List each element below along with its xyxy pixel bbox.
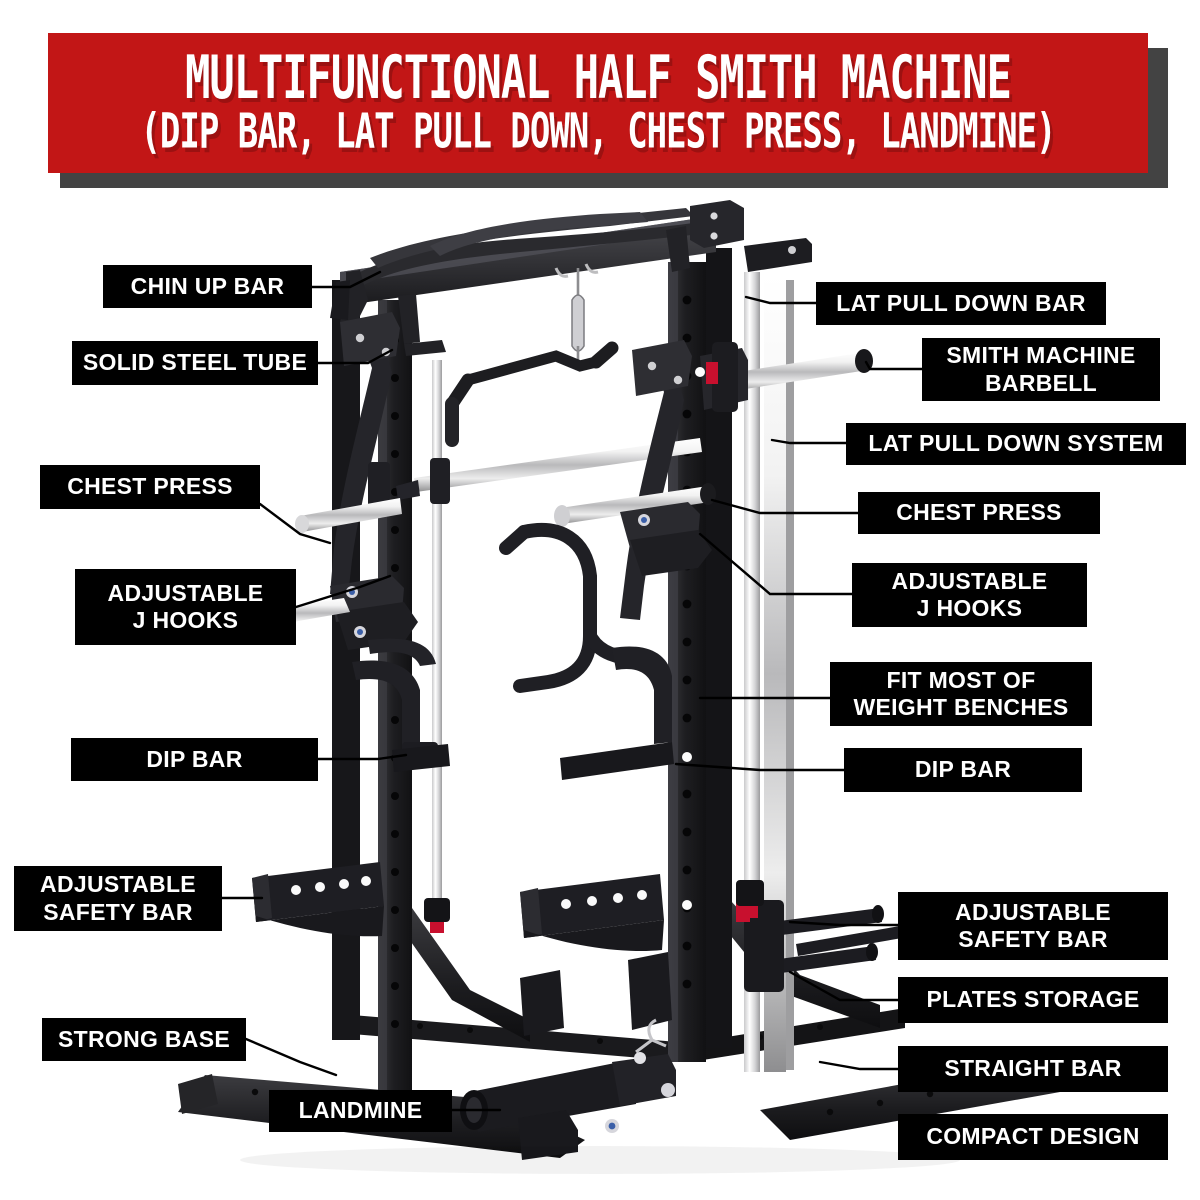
title-line-2: (DIP BAR, LAT PULL DOWN, CHEST PRESS, LA… — [140, 103, 1056, 161]
callout-dip-bar-left[interactable]: DIP BAR — [71, 738, 318, 781]
callout-plates-storage[interactable]: PLATES STORAGE — [898, 977, 1168, 1023]
callout-chest-press-right[interactable]: CHEST PRESS — [858, 492, 1100, 534]
title-line-1: MULTIFUNCTIONAL HALF SMITH MACHINE — [185, 42, 1012, 113]
callout-smith-machine-barbell[interactable]: SMITH MACHINE BARBELL — [922, 338, 1160, 401]
callout-lat-pull-down-bar[interactable]: LAT PULL DOWN BAR — [816, 282, 1106, 325]
callout-strong-base[interactable]: STRONG BASE — [42, 1018, 246, 1061]
callout-compact-design[interactable]: COMPACT DESIGN — [898, 1114, 1168, 1160]
callout-chin-up-bar[interactable]: CHIN UP BAR — [103, 265, 312, 308]
callout-adjustable-j-hooks-left[interactable]: ADJUSTABLE J HOOKS — [75, 569, 296, 645]
callout-dip-bar-right[interactable]: DIP BAR — [844, 748, 1082, 792]
callout-fit-most-weight-benches[interactable]: FIT MOST OF WEIGHT BENCHES — [830, 662, 1092, 726]
callout-straight-bar[interactable]: STRAIGHT BAR — [898, 1046, 1168, 1092]
callout-chest-press-left[interactable]: CHEST PRESS — [40, 465, 260, 509]
callout-adjustable-safety-bar-right[interactable]: ADJUSTABLE SAFETY BAR — [898, 892, 1168, 960]
callout-solid-steel-tube[interactable]: SOLID STEEL TUBE — [72, 341, 318, 385]
callout-lat-pull-down-system[interactable]: LAT PULL DOWN SYSTEM — [846, 423, 1186, 465]
callout-landmine[interactable]: LANDMINE — [269, 1090, 452, 1132]
title-banner: MULTIFUNCTIONAL HALF SMITH MACHINE (DIP … — [48, 33, 1148, 173]
callout-adjustable-safety-bar-left[interactable]: ADJUSTABLE SAFETY BAR — [14, 866, 222, 931]
callout-adjustable-j-hooks-right[interactable]: ADJUSTABLE J HOOKS — [852, 563, 1087, 627]
